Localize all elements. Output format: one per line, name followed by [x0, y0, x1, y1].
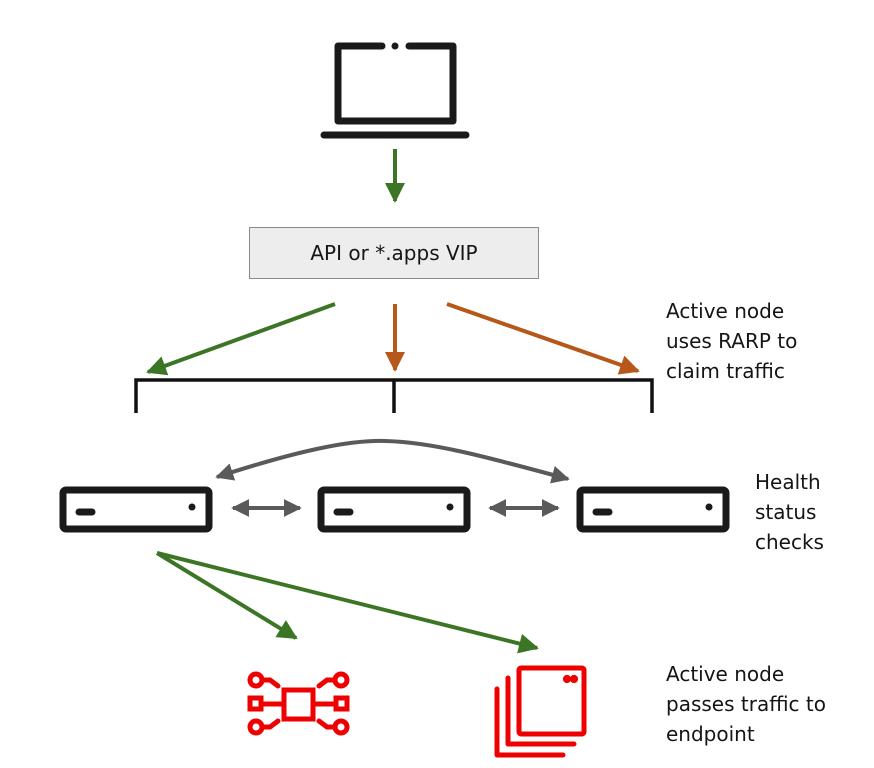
health-check-arc [215, 438, 570, 484]
rarp-annotation: Active node uses RARP to claim traffic [666, 299, 798, 383]
server-node-1 [59, 486, 213, 533]
vip-to-node3-arrow [446, 302, 640, 375]
vip-box: API or *.apps VIP [249, 227, 539, 279]
server-node-3 [576, 486, 730, 533]
stacked-windows-icon [494, 665, 587, 758]
network-hub-icon [247, 671, 350, 736]
node1-to-hub-arrow [155, 551, 298, 640]
health-annotation: Health status checks [755, 470, 824, 554]
node-bracket [134, 378, 654, 413]
node1-to-app-arrow [156, 551, 539, 654]
laptop-icon [320, 42, 470, 139]
endpoint-annotation: Active node passes traffic to endpoint [666, 662, 826, 746]
vip-to-node1-arrow [146, 302, 336, 376]
server-node-2 [317, 486, 471, 533]
vip-label: API or *.apps VIP [310, 241, 478, 265]
